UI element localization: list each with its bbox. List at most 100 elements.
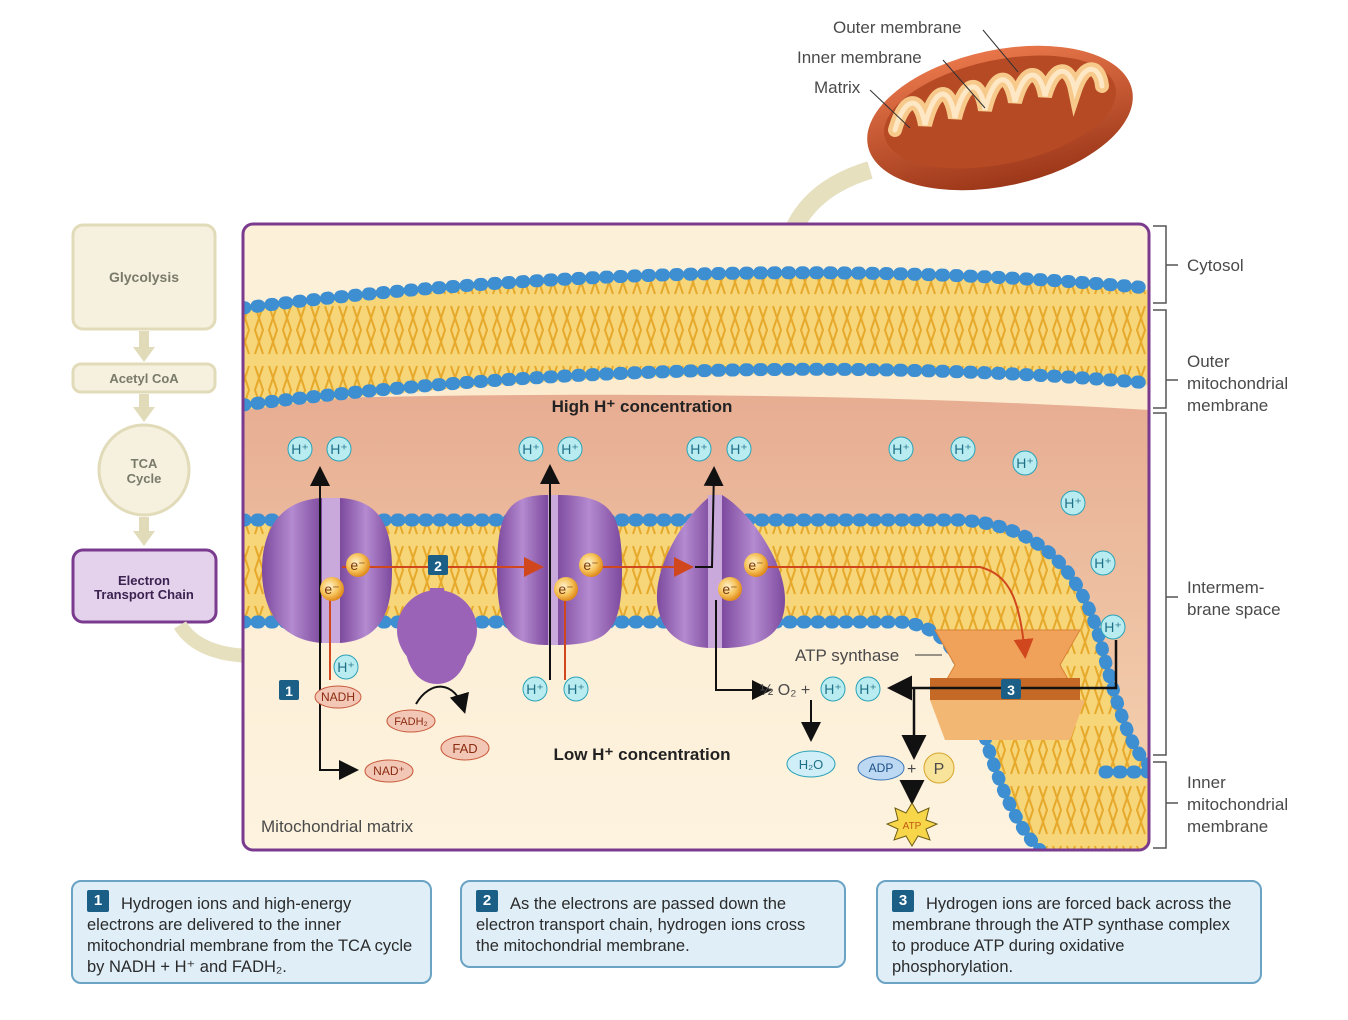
h-ion: H⁺ [563,676,589,702]
note-1-number: 1 [87,890,109,912]
electron: e⁻ [744,553,768,577]
complex-1 [262,498,392,643]
h-ion: H⁺ [518,436,544,462]
label-inner-membrane: Inner membrane [797,48,922,67]
acetyl-coa-box [71,362,217,394]
electron: e⁻ [346,553,370,577]
nadh: NADH [314,685,362,709]
svg-text:e⁻: e⁻ [324,581,339,597]
svg-text:H⁺: H⁺ [567,681,585,697]
svg-text:H⁺: H⁺ [522,441,540,457]
etc-label-1: Electron [118,573,170,588]
acetyl-coa-label: Acetyl CoA [109,371,179,386]
svg-text:e⁻: e⁻ [583,557,598,573]
note-1-text: Hydrogen ions and high-energy electrons … [87,895,413,976]
h-ion: H⁺ [686,436,712,462]
etc-label-2: Transport Chain [94,587,194,602]
low-h-label: Low H⁺ concentration [553,745,730,764]
svg-text:H⁺: H⁺ [1104,619,1122,635]
h-ion: H⁺ [557,436,583,462]
h-ion: H⁺ [326,436,352,462]
step-marker-3: 3 [1001,679,1021,699]
svg-text:H⁺: H⁺ [1064,495,1082,511]
phosphate: P [923,752,955,784]
region-intermembrane-1: Intermem- [1187,578,1264,597]
tca-label-1: TCA [131,456,158,471]
svg-text:H⁺: H⁺ [1016,455,1034,471]
h-ion: H⁺ [820,676,846,702]
electron: e⁻ [320,577,344,601]
svg-text:H⁺: H⁺ [730,441,748,457]
h-ion: H⁺ [1060,490,1086,516]
svg-text:H⁺: H⁺ [561,441,579,457]
h-ion: H⁺ [1100,614,1126,640]
atp-synthase-label: ATP synthase [795,646,899,665]
region-inner-1: Inner [1187,773,1226,792]
high-h-label: High H⁺ concentration [552,397,733,416]
svg-text:1: 1 [285,683,293,699]
etc-box [71,548,218,624]
region-inner-3: membrane [1187,817,1268,836]
svg-text:H⁺: H⁺ [690,441,708,457]
svg-text:3: 3 [1007,682,1015,698]
h-ion: H⁺ [1012,450,1038,476]
region-brackets: Cytosol Outer mitochondrial membrane Int… [1153,225,1288,849]
svg-text:H⁺: H⁺ [954,441,972,457]
h-ion: H⁺ [726,436,752,462]
svg-text:H⁺: H⁺ [859,681,877,697]
svg-text:e⁻: e⁻ [722,581,737,597]
h-ion: H⁺ [888,436,914,462]
plus-sign: + [907,761,916,778]
complex-2 [397,588,477,684]
note-2-text: As the electrons are passed down the ele… [476,895,806,955]
adp: ADP [857,755,905,781]
svg-text:FADH₂: FADH₂ [394,716,428,728]
label-outer-membrane: Outer membrane [833,18,962,37]
flow-chart: Glycolysis Acetyl CoA TCA Cycle Electron… [71,223,282,670]
svg-text:NADH: NADH [321,690,355,704]
step-marker-2: 2 [428,555,448,575]
atp-synthase [930,629,1085,740]
glycolysis-label: Glycolysis [109,269,179,285]
note-3-text: Hydrogen ions are forced back across the… [892,895,1232,976]
atp-burst: ATP [885,802,939,847]
svg-text:e⁻: e⁻ [350,557,365,573]
svg-text:ADP: ADP [869,761,894,775]
region-cytosol: Cytosol [1187,256,1244,275]
svg-text:H⁺: H⁺ [1094,555,1112,571]
svg-text:H⁺: H⁺ [330,441,348,457]
electron: e⁻ [554,577,578,601]
svg-text:H⁺: H⁺ [291,441,309,457]
h-ions: H⁺ H⁺ H⁺ H⁺ H⁺ H⁺ H⁺ H⁺ H⁺ H⁺ H⁺ H⁺ H⁺ H… [287,436,1126,702]
note-3-number: 3 [892,890,914,912]
region-inner-2: mitochondrial [1187,795,1288,814]
h-ion: H⁺ [855,676,881,702]
h-ion: H⁺ [1090,550,1116,576]
h-ion: H⁺ [522,676,548,702]
fadh2: FADH₂ [386,709,436,733]
label-matrix: Matrix [814,78,861,97]
note-2-number: 2 [476,890,498,912]
svg-text:H⁺: H⁺ [892,441,910,457]
electron: e⁻ [718,577,742,601]
nad: NAD⁺ [364,759,414,783]
svg-text:e⁻: e⁻ [748,557,763,573]
svg-text:FAD: FAD [452,741,477,756]
tca-label-2: Cycle [127,471,162,486]
electrons: e⁻ e⁻ e⁻ e⁻ e⁻ e⁻ [320,553,768,601]
svg-text:H⁺: H⁺ [526,681,544,697]
region-intermembrane-2: brane space [1187,600,1281,619]
main-panel: High H⁺ concentration Low H⁺ concentrati… [241,222,1151,852]
h-ion: H⁺ [287,436,313,462]
matrix-label: Mitochondrial matrix [261,817,414,836]
mitochondrion-illustration [867,45,1133,191]
svg-text:H⁺: H⁺ [824,681,842,697]
step-marker-1: 1 [279,680,299,700]
svg-text:NAD⁺: NAD⁺ [373,764,405,778]
h2o: H₂O [786,750,836,778]
region-outer-2: mitochondrial [1187,374,1288,393]
